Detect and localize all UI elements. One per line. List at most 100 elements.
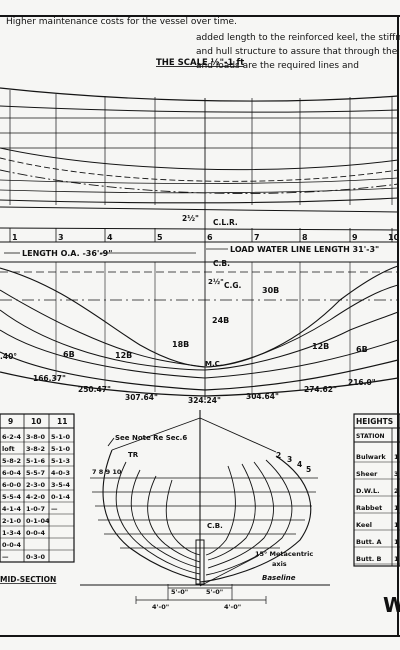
area-value-2: 250.47": [78, 385, 111, 394]
station-label-8: 8: [302, 233, 308, 242]
breadth-line-1: [0, 105, 399, 113]
section-note: See Note Re Sec.6: [115, 434, 187, 442]
station-label-5: 5: [157, 233, 163, 242]
body-plan-cb-label: C.B.: [207, 522, 223, 530]
dim-top-left: 5'-0": [171, 588, 188, 596]
fwd-station-4: 4: [297, 460, 302, 469]
scale-title: THE SCALE ½"-1 ft: [156, 57, 244, 68]
background-line-1: Higher maintenance costs for the vessel …: [6, 17, 237, 27]
fwd-section-outer: [199, 455, 312, 583]
offsets-cell: loft: [2, 445, 15, 453]
sectional-area-values: 166.37" 250.47" 307.64" 324.24" 304.64" …: [33, 374, 376, 405]
station-label-6: 6: [207, 233, 213, 242]
offsets-cell: 0-0-4: [2, 541, 21, 549]
offsets-cell: 3-8-2: [26, 445, 45, 453]
offsets-header-9: 9: [8, 417, 13, 426]
offsets-cell: 6-0-4: [2, 469, 21, 477]
clr-label: C.L.R.: [213, 218, 238, 227]
transom-label: TR: [128, 451, 139, 459]
area-curve-outer: [0, 265, 399, 368]
half-breadth-plan: [0, 87, 399, 205]
note-leader: [107, 437, 115, 447]
offsets-cell: 4-2-0: [26, 493, 45, 501]
aft-section-5: [165, 479, 201, 556]
aft-section-4: [147, 475, 201, 563]
body-plan: See Note Re Sec.6 TR 7 8 9 10 2 3 4 5 C.…: [80, 410, 330, 611]
baseline-label: Baseline: [262, 574, 296, 582]
station-label-1: 1: [12, 233, 18, 242]
waterline-plan-5: [0, 187, 399, 194]
mc-label: M.C.: [205, 360, 222, 368]
offsets-cell: 1-3-4: [2, 529, 21, 537]
offsets-cell: 3-8-0: [26, 433, 45, 441]
offsets-cell: 6-0-0: [2, 481, 21, 489]
offsets-cell: 5-1-0: [51, 445, 70, 453]
fwd-station-5: 5: [306, 465, 311, 474]
heights-row-label: Keel: [356, 521, 372, 529]
aft-section-2: [115, 461, 201, 575]
offsets-cell: 0-0-4: [26, 529, 45, 537]
area-label-6b-right: 6B: [356, 345, 368, 354]
area-label-18b: 18B: [172, 340, 189, 349]
length-overall-label: LENGTH O.A. -36'-9": [22, 249, 112, 258]
area-value-3: 307.64": [125, 393, 158, 402]
heights-row-label: Sheer: [356, 470, 378, 478]
background-line-3: and hull structure to assure that throug…: [196, 47, 400, 57]
area-curve-6: [0, 371, 399, 397]
offsets-cell: —: [2, 553, 9, 561]
heights-row-value: 1: [394, 504, 399, 512]
area-label-24b: 24B: [212, 316, 229, 325]
offsets-cell: 5-1-6: [26, 457, 45, 465]
offsets-cell: 3-5-4: [51, 481, 70, 489]
offsets-cell: 4-0-3: [51, 469, 70, 477]
waterline-plan-2: [0, 157, 399, 182]
area-label-6b-left: 6B: [63, 350, 75, 359]
cb-label: C.B.: [213, 259, 230, 268]
offsets-cell: 0-3-0: [26, 553, 45, 561]
area-curve-30: [0, 284, 399, 368]
area-curve-12: [0, 351, 399, 391]
area-curve-24: [0, 309, 399, 371]
offsets-cell: 5-1-3: [51, 457, 70, 465]
lwl-label: LOAD WATER LINE LENGTH 31'-3": [230, 245, 379, 254]
aft-section-3: [130, 469, 201, 569]
area-label-12b-right: 12B: [312, 342, 329, 351]
clr-offset-label: 2½": [182, 214, 199, 223]
keel-line-upper: [0, 206, 399, 213]
fwd-section-2: [205, 459, 293, 576]
heights-row-value: 1: [394, 453, 399, 461]
heights-table-frame: [353, 413, 400, 567]
offsets-cell: 5-8-2: [2, 457, 21, 465]
offsets-cell: 6-2-4: [2, 433, 21, 441]
offsets-header-11: 11: [57, 417, 67, 426]
metacentric-axis-line: [199, 555, 259, 587]
dim-bottom-left: 4'-0": [152, 603, 169, 611]
heights-row-value: 1: [394, 538, 399, 546]
heights-row-value: 3: [394, 470, 399, 478]
area-value-4: 324.24": [188, 396, 221, 405]
plan-centerline-curve: [0, 197, 399, 204]
fwd-section-4: [207, 463, 256, 561]
metacentric-label: 15° Metacentric: [255, 550, 313, 558]
mid-section-caption: MID-SECTION: [0, 575, 56, 584]
station-label-9: 9: [352, 233, 358, 242]
aft-sheer-line: [111, 417, 201, 451]
station-label-4: 4: [107, 233, 113, 242]
area-label-30b: 30B: [262, 286, 279, 295]
station-label-7: 7: [254, 233, 260, 242]
offsets-cell: 2-3-0: [26, 481, 45, 489]
heights-station-header: STATION: [356, 433, 385, 440]
heights-row-label: D.W.L.: [356, 487, 380, 495]
waterline-plan-4: [0, 177, 399, 184]
plan-station-lines: [9, 90, 393, 205]
heights-row-value: 2: [394, 487, 399, 495]
background-line-4: and loads are the required lines and: [196, 61, 359, 71]
area-value-6: 274.62": [304, 385, 337, 394]
background-line-2: added length to the reinforced keel, the…: [196, 33, 400, 43]
area-value-7: 216.0": [348, 378, 376, 387]
fwd-section-3: [207, 461, 274, 569]
station-label-10: 10: [388, 233, 400, 242]
